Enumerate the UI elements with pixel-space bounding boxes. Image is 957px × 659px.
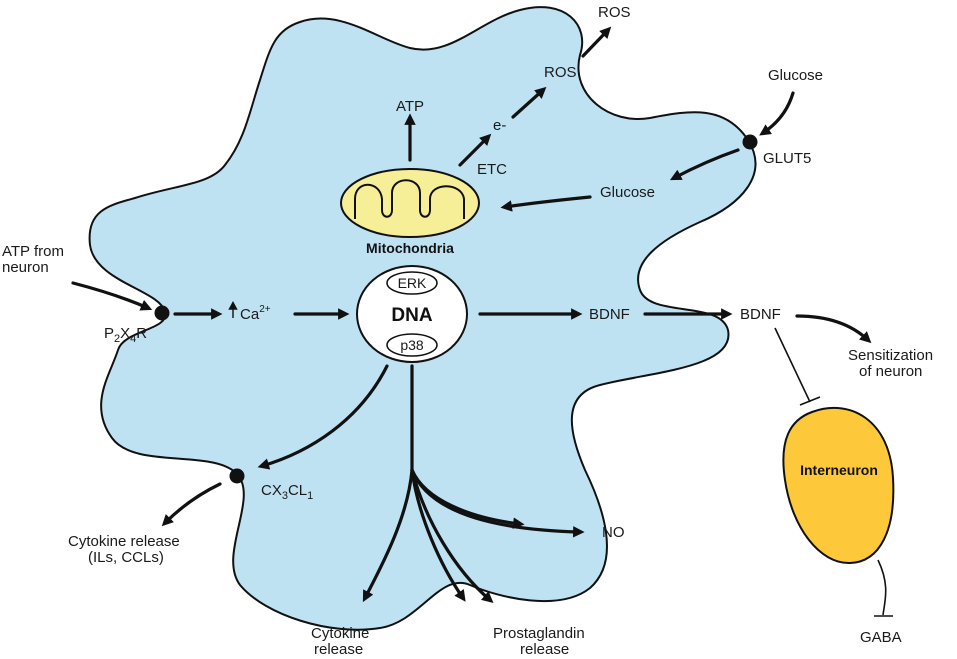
label-bdnf-outside: BDNF [740, 306, 781, 323]
label-mitochondria: Mitochondria [366, 240, 454, 256]
label-p2x4r: P2X4R [104, 325, 147, 345]
interneuron [782, 407, 895, 565]
inhibition-interneuron-to-gaba [874, 559, 893, 617]
label-etc: ETC [477, 161, 507, 178]
label-cytokine-ils-2: (ILs, CCLs) [88, 549, 164, 566]
arrow-electron-to-ros [511, 86, 547, 119]
calcium-increase-icon [228, 301, 238, 318]
mitochondria-cristae [354, 179, 465, 219]
p38-oval [386, 333, 438, 357]
arrow-atp-into-p2x4r [71, 281, 153, 311]
label-gaba: GABA [860, 629, 902, 646]
arrow-dna-to-cx3cl1 [257, 364, 389, 470]
arrow-glucose-to-glut5 [759, 91, 795, 136]
label-ros-outside: ROS [598, 4, 631, 21]
arrow-dna-to-no-outer [410, 468, 585, 538]
label-erk: ERK [398, 275, 427, 291]
label-glut5: GLUT5 [763, 150, 811, 167]
cx3cl1-receptor [229, 468, 245, 484]
label-p38: p38 [400, 337, 424, 353]
label-sensitization-1: Sensitization [848, 347, 933, 364]
arrows [71, 26, 893, 617]
label-cytokine-release-1: Cytokine [311, 625, 369, 642]
labels: ROS ROS e- ATP ETC Glucose GLUT5 Glucose… [2, 4, 933, 658]
arrow-cx3cl1-to-cytokines [161, 482, 222, 527]
label-prostaglandin-1: Prostaglandin [493, 625, 585, 642]
label-atp-from-neuron-2: neuron [2, 259, 49, 276]
p2x4r-receptor [154, 305, 170, 321]
label-electron: e- [493, 117, 506, 134]
inhibition-bdnf-to-interneuron [774, 327, 821, 406]
label-glucose-outside: Glucose [768, 67, 823, 84]
label-cx3cl1: CX3CL1 [261, 482, 313, 502]
label-calcium: Ca2+ [240, 304, 271, 323]
arrow-ros-outward [581, 26, 612, 58]
arrow-dna-to-prostaglandin-outer [410, 468, 494, 604]
label-cytokine-release-2: release [314, 641, 363, 658]
label-no: NO [602, 524, 625, 541]
label-atp: ATP [396, 98, 424, 115]
arrow-bdnf-to-sensitization [795, 314, 872, 344]
label-dna: DNA [391, 305, 432, 326]
label-sensitization-2: of neuron [859, 363, 922, 380]
nucleus [356, 265, 468, 363]
arrow-etc-to-electron [458, 133, 492, 167]
arrow-glucose-to-mitochondria [500, 195, 592, 212]
label-atp-from-neuron-1: ATP from [2, 243, 64, 260]
label-interneuron: Interneuron [800, 462, 878, 478]
label-cytokine-ils-1: Cytokine release [68, 533, 180, 550]
label-ros-inside: ROS [544, 64, 577, 81]
glut5-receptor [742, 134, 758, 150]
label-glucose-inside: Glucose [600, 184, 655, 201]
arrow-glut5-to-glucose [669, 148, 740, 181]
erk-oval [386, 271, 438, 295]
mitochondria [340, 168, 480, 238]
arrow-dna-to-prostaglandin [410, 468, 466, 602]
label-prostaglandin-2: release [520, 641, 569, 658]
label-bdnf-inside: BDNF [589, 306, 630, 323]
